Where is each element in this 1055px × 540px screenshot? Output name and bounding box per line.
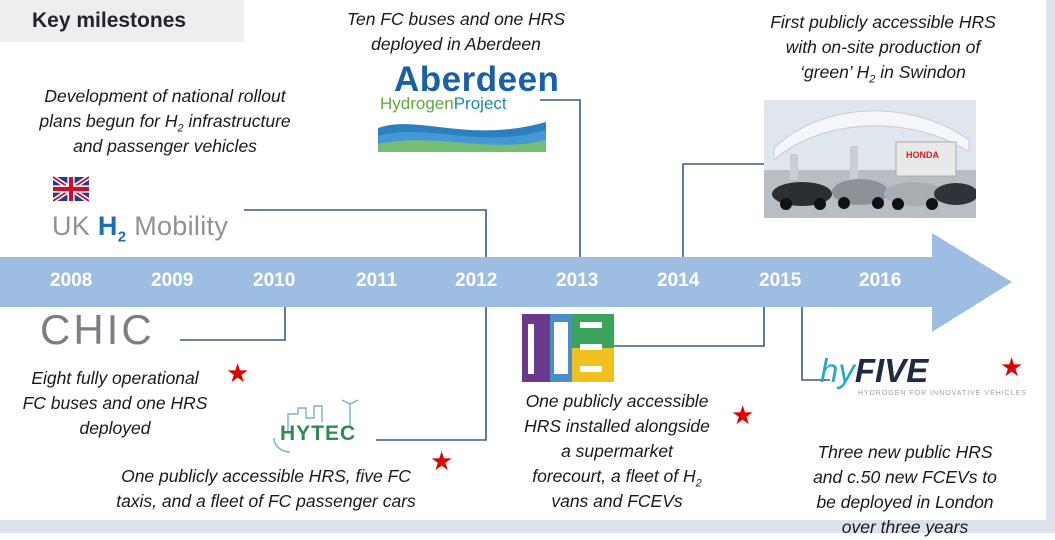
star-icon: ★ xyxy=(430,446,454,476)
caption-line: taxis, and a fleet of FC passenger cars xyxy=(116,491,416,511)
hyfive-caption: Three new public HRS and c.50 new FCEVs … xyxy=(770,440,1040,540)
star-icon: ★ xyxy=(731,400,755,430)
caption-line: deployed in Aberdeen xyxy=(371,34,541,54)
slide-frame-bottom xyxy=(0,520,1055,533)
hyfive-logo: hyFIVE HYDROGEN FOR INNOVATIVE VEHICLES xyxy=(820,352,1028,397)
connector-chic xyxy=(180,307,286,341)
chic-caption: Eight fully operational FC buses and one… xyxy=(0,366,230,441)
uk-h2-mobility-logo: UK H2 Mobility xyxy=(52,211,229,246)
svg-text:HONDA: HONDA xyxy=(906,150,939,160)
connector-aberdeen xyxy=(540,99,581,257)
caption-line: and c.50 new FCEVs to xyxy=(813,467,997,487)
lne-caption: One publicly accessible HRS installed al… xyxy=(478,389,756,514)
year-label: 2011 xyxy=(356,270,398,291)
slide-title: Key milestones xyxy=(32,9,187,32)
aberdeen-caption: Ten FC buses and one HRS deployed in Abe… xyxy=(300,7,612,57)
caption-line: plans begun for H2 infrastructure xyxy=(39,111,291,135)
caption-line: a supermarket xyxy=(561,441,673,461)
city-skyline-graphic xyxy=(273,399,359,453)
caption-line: HRS installed alongside xyxy=(524,416,710,436)
connector-uk xyxy=(244,209,487,257)
caption-line: forecourt, a fleet of H2 xyxy=(532,466,702,490)
caption-line: Three new public HRS xyxy=(817,442,993,462)
year-label: 2012 xyxy=(455,270,498,291)
year-label: 2010 xyxy=(253,270,296,291)
connector-hyfive xyxy=(801,307,830,381)
year-label: 2013 xyxy=(556,270,599,291)
connector-hytec xyxy=(376,307,487,441)
caption-line: Ten FC buses and one HRS xyxy=(346,9,566,29)
chic-logo: CHIC xyxy=(40,306,155,353)
star-icon: ★ xyxy=(1000,352,1024,382)
caption-line: and passenger vehicles xyxy=(73,136,257,156)
aberdeen-hydrogen-project-logo: Aberdeen HydrogenProject xyxy=(378,60,559,152)
star-icon: ★ xyxy=(226,358,250,388)
caption-line: Development of national rollout xyxy=(44,86,286,106)
caption-line: deployed xyxy=(79,418,151,438)
swindon-station-photo: HONDA xyxy=(764,100,976,218)
year-label: 2014 xyxy=(657,270,700,291)
uk-flag-icon xyxy=(53,175,89,203)
slide-frame-right xyxy=(1046,0,1055,533)
swindon-caption: First publicly accessible HRS with on-si… xyxy=(720,10,1046,85)
wave-graphic xyxy=(378,122,546,152)
caption-line: Eight fully operational xyxy=(31,368,199,388)
caption-line: be deployed in London xyxy=(816,492,994,512)
hytec-caption: One publicly accessible HRS, five FC tax… xyxy=(80,464,452,514)
title-box: Key milestones xyxy=(0,0,244,42)
year-label: 2016 xyxy=(859,270,902,291)
year-label: 2015 xyxy=(759,270,802,291)
uk-caption: Development of national rollout plans be… xyxy=(0,84,330,159)
caption-line: FC buses and one HRS xyxy=(22,393,208,413)
caption-line: First publicly accessible HRS xyxy=(770,12,996,32)
caption-line: vans and FCEVs xyxy=(551,491,683,511)
london-hydrogen-network-logo xyxy=(522,314,614,382)
hytec-logo: HYTEC xyxy=(270,398,380,454)
caption-line: ‘green’ H2 in Swindon xyxy=(800,62,966,86)
caption-line: over three years xyxy=(841,517,969,537)
year-label: 2009 xyxy=(151,270,194,291)
year-label: 2008 xyxy=(50,270,93,291)
caption-line: with on-site production of xyxy=(785,37,981,57)
caption-line: One publicly accessible xyxy=(525,391,709,411)
caption-line: One publicly accessible HRS, five FC xyxy=(121,466,411,486)
connector-lne xyxy=(612,307,765,347)
connector-swindon xyxy=(682,163,764,257)
